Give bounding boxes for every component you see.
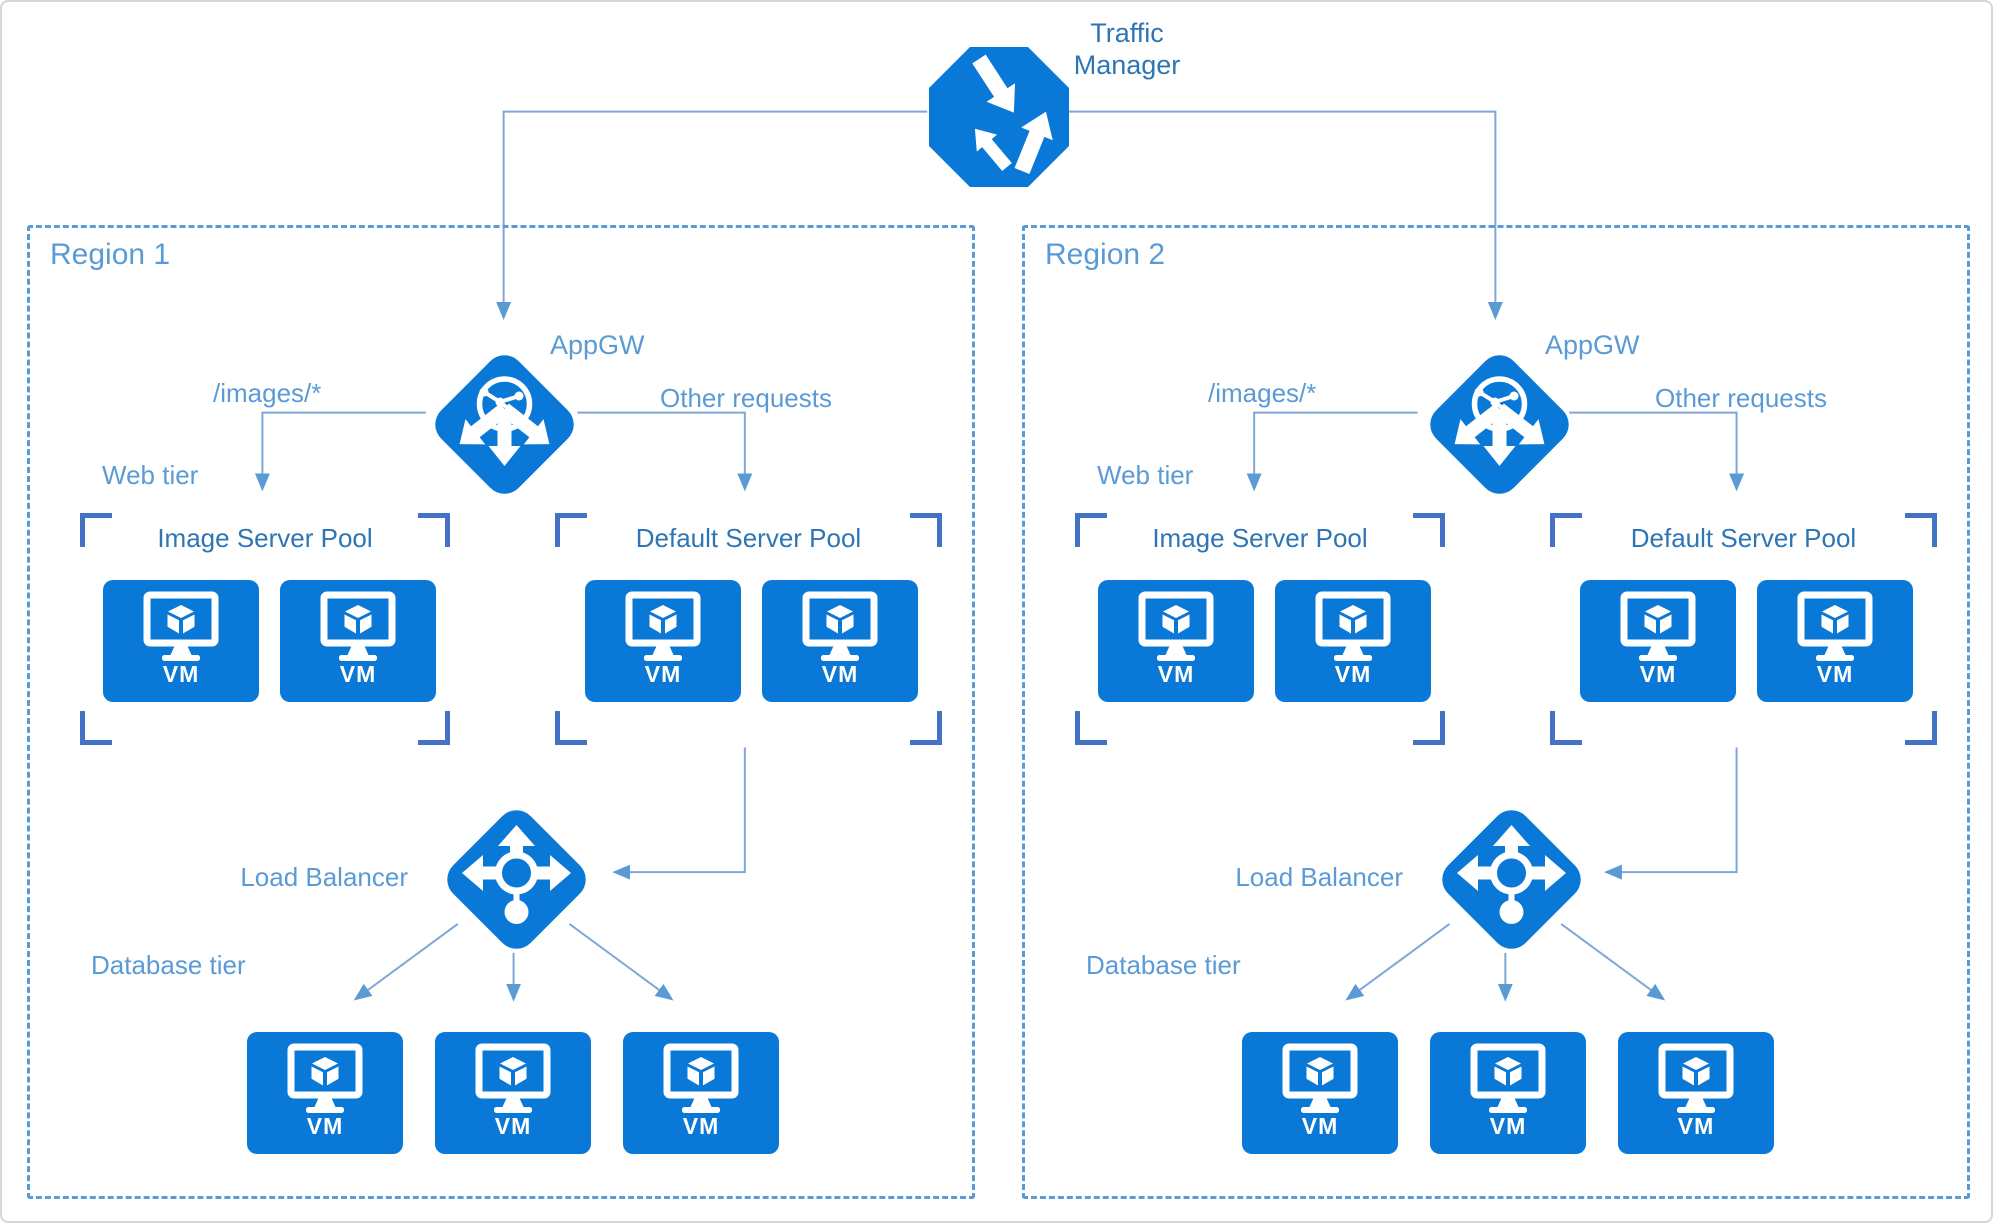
pool-corner — [1413, 711, 1445, 745]
load-balancer-label: Load Balancer — [1235, 862, 1403, 892]
vm-label: VM — [1639, 661, 1677, 687]
other-requests-label: Other requests — [1655, 383, 1827, 413]
vm-node: VM — [1275, 580, 1431, 702]
default-server-pool: Default Server Pool VM VM — [1550, 513, 1937, 745]
vm-monitor-icon — [1608, 591, 1708, 663]
vm-label: VM — [1816, 661, 1854, 687]
vm-node: VM — [247, 1032, 403, 1154]
pool-corner — [418, 711, 450, 745]
vm-monitor-icon — [275, 1043, 375, 1115]
database-tier-label: Database tier — [91, 950, 246, 980]
load-balancer-label: Load Balancer — [240, 862, 408, 892]
vm-label: VM — [1334, 661, 1372, 687]
vm-node: VM — [435, 1032, 591, 1154]
pool-corner — [1413, 513, 1445, 547]
database-tier-label: Database tier — [1086, 950, 1241, 980]
image-server-pool-title: Image Server Pool — [157, 523, 373, 553]
traffic-manager-label: Traffic Manager — [1073, 18, 1181, 80]
vm-node: VM — [1098, 580, 1254, 702]
vm-label: VM — [1489, 1113, 1527, 1139]
vm-node: VM — [762, 580, 918, 702]
pool-corner — [1550, 513, 1582, 547]
image-server-pool: Image Server Pool VM VM — [1075, 513, 1445, 745]
vm-monitor-icon — [1270, 1043, 1370, 1115]
vm-label: VM — [1301, 1113, 1339, 1139]
pool-corner — [910, 711, 942, 745]
app-gateway-icon — [1422, 347, 1577, 502]
vm-label: VM — [162, 661, 200, 687]
pool-corner — [555, 513, 587, 547]
vm-node: VM — [1757, 580, 1913, 702]
pool-corner — [1075, 711, 1107, 745]
pool-corner — [418, 513, 450, 547]
vm-monitor-icon — [1126, 591, 1226, 663]
vm-monitor-icon — [131, 591, 231, 663]
vm-monitor-icon — [790, 591, 890, 663]
pool-corner — [1550, 711, 1582, 745]
vm-node: VM — [280, 580, 436, 702]
vm-node: VM — [1580, 580, 1736, 702]
pool-corner — [910, 513, 942, 547]
default-server-pool-title: Default Server Pool — [1630, 523, 1857, 553]
default-server-pool-title: Default Server Pool — [635, 523, 862, 553]
vm-label: VM — [306, 1113, 344, 1139]
pool-corner — [555, 711, 587, 745]
app-gateway-icon — [427, 347, 582, 502]
vm-label: VM — [1677, 1113, 1715, 1139]
region-2: Region 2 AppGW /images/* Other requests … — [1022, 225, 1970, 1199]
image-server-pool: Image Server Pool VM VM — [80, 513, 450, 745]
default-server-pool: Default Server Pool VM VM — [555, 513, 942, 745]
vm-node: VM — [585, 580, 741, 702]
image-server-pool-title: Image Server Pool — [1152, 523, 1368, 553]
app-gateway-label: AppGW — [1545, 330, 1640, 360]
pool-corner — [80, 513, 112, 547]
region-1: Region 1 AppGW /images/* Other requests … — [27, 225, 975, 1199]
app-gateway-label: AppGW — [550, 330, 645, 360]
web-tier-label: Web tier — [1097, 460, 1194, 490]
region-2-label: Region 2 — [1045, 238, 1166, 271]
vm-monitor-icon — [1646, 1043, 1746, 1115]
vm-label: VM — [821, 661, 859, 687]
vm-node: VM — [1242, 1032, 1398, 1154]
other-requests-label: Other requests — [660, 383, 832, 413]
vm-node: VM — [623, 1032, 779, 1154]
pool-corner — [1905, 513, 1937, 547]
vm-monitor-icon — [308, 591, 408, 663]
vm-label: VM — [494, 1113, 532, 1139]
load-balancer-icon — [1434, 802, 1589, 957]
vm-monitor-icon — [1785, 591, 1885, 663]
vm-node: VM — [1430, 1032, 1586, 1154]
images-route-label: /images/* — [1208, 378, 1317, 408]
pool-corner — [1905, 711, 1937, 745]
vm-monitor-icon — [1458, 1043, 1558, 1115]
vm-monitor-icon — [463, 1043, 563, 1115]
traffic-manager-icon — [929, 47, 1069, 187]
load-balancer-icon — [439, 802, 594, 957]
vm-node: VM — [103, 580, 259, 702]
vm-label: VM — [1157, 661, 1195, 687]
vm-monitor-icon — [1303, 591, 1403, 663]
region-1-label: Region 1 — [50, 238, 171, 271]
vm-node: VM — [1618, 1032, 1774, 1154]
vm-monitor-icon — [651, 1043, 751, 1115]
pool-corner — [80, 711, 112, 745]
vm-monitor-icon — [613, 591, 713, 663]
vm-label: VM — [644, 661, 682, 687]
vm-label: VM — [682, 1113, 720, 1139]
images-route-label: /images/* — [213, 378, 322, 408]
pool-corner — [1075, 513, 1107, 547]
web-tier-label: Web tier — [102, 460, 199, 490]
vm-label: VM — [339, 661, 377, 687]
